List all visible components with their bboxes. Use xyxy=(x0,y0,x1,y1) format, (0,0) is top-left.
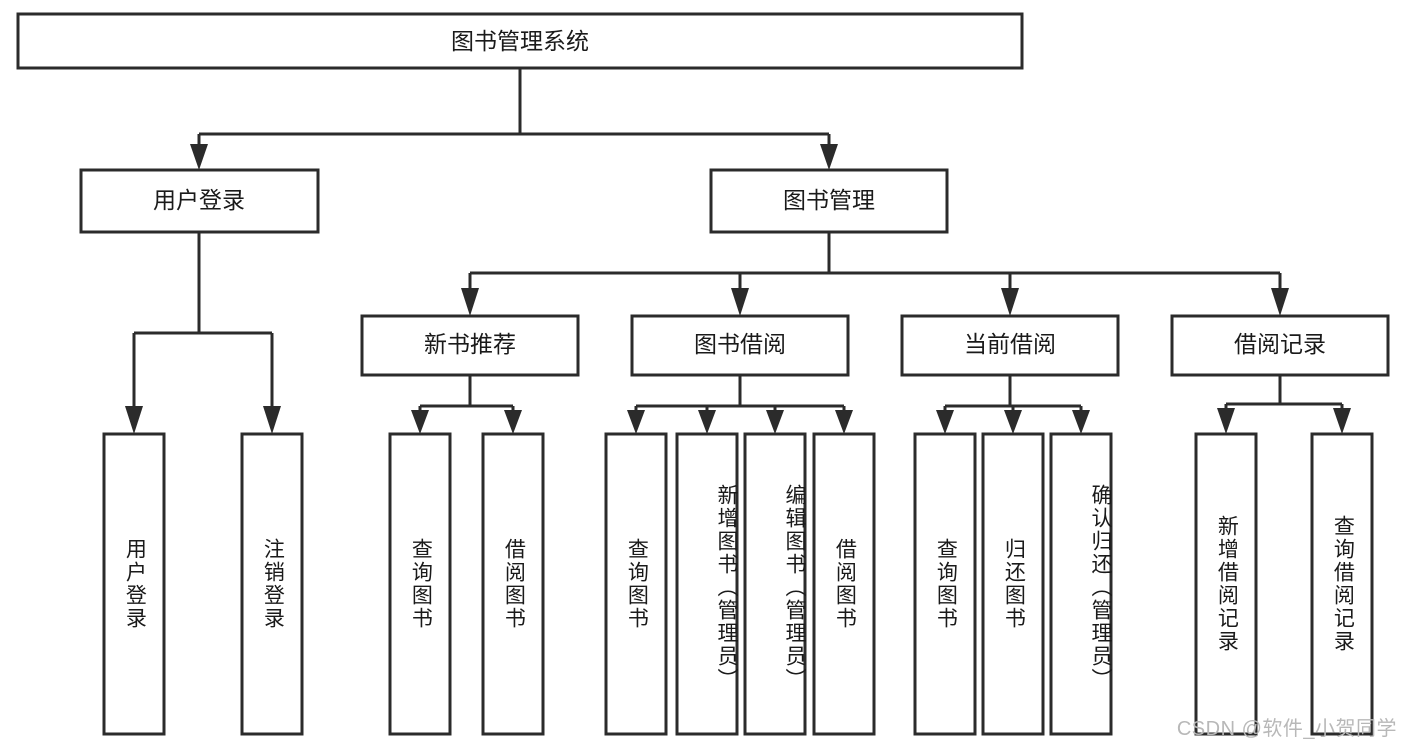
csdn-watermark: CSDN @软件_小贺同学 xyxy=(1176,718,1397,740)
arrow-head-leaf-return-book xyxy=(1004,410,1022,434)
node-book-borrow-label: 图书借阅 xyxy=(694,331,786,357)
node-leaf-query-book-2[interactable] xyxy=(604,432,668,736)
node-new-book-rec-label: 新书推荐 xyxy=(424,331,516,357)
node-book-borrow[interactable] xyxy=(630,314,850,377)
arrow-head-leaf-add-book xyxy=(698,410,716,434)
node-leaf-query-book-1[interactable] xyxy=(388,432,452,736)
arrow-head-leaf-add-record xyxy=(1217,408,1235,434)
arrow-head-leaf-query-book-1 xyxy=(411,410,429,434)
arrow-head-leaf-logout xyxy=(263,406,281,434)
node-leaf-logout[interactable] xyxy=(240,432,304,736)
node-leaf-confirm-return[interactable] xyxy=(1049,432,1113,736)
node-leaf-edit-book[interactable] xyxy=(743,432,807,736)
node-leaf-query-book-3[interactable] xyxy=(913,432,977,736)
connector-layer xyxy=(125,68,1351,434)
node-layer: 图书管理系统 用户登录 图书管理 新书推荐 图书借阅 当前借阅 借阅记录 xyxy=(16,12,1390,736)
arrow-head-leaf-confirm-return xyxy=(1072,410,1090,434)
arrow-head-borrow-record xyxy=(1271,288,1289,316)
arrow-head-new-book-rec xyxy=(461,288,479,316)
arrow-head-book-borrow xyxy=(731,288,749,316)
arrow-head-leaf-user-login xyxy=(125,406,143,434)
node-leaf-borrow-book-2[interactable] xyxy=(812,432,876,736)
arrow-head-leaf-query-book-3 xyxy=(936,410,954,434)
node-current-borrow-label: 当前借阅 xyxy=(964,331,1056,357)
node-user-login[interactable] xyxy=(79,168,320,234)
node-leaf-user-login[interactable] xyxy=(102,432,166,736)
node-leaf-add-record[interactable] xyxy=(1194,432,1258,736)
node-leaf-query-record[interactable] xyxy=(1310,432,1374,736)
arrow-head-leaf-query-record xyxy=(1333,408,1351,434)
arrow-head-leaf-borrow-book-2 xyxy=(835,410,853,434)
node-root[interactable] xyxy=(16,12,1024,70)
node-borrow-record[interactable] xyxy=(1170,314,1390,377)
node-book-manage-label: 图书管理 xyxy=(783,187,875,213)
arrow-head-leaf-borrow-book-1 xyxy=(504,410,522,434)
arrow-head-current-borrow xyxy=(1001,288,1019,316)
arrow-head-book-manage xyxy=(820,144,838,170)
node-root-label: 图书管理系统 xyxy=(451,28,589,54)
arrow-head-leaf-query-book-2 xyxy=(627,410,645,434)
node-current-borrow[interactable] xyxy=(900,314,1120,377)
arrow-head-leaf-edit-book xyxy=(766,410,784,434)
node-leaf-borrow-book-1[interactable] xyxy=(481,432,545,736)
node-user-login-label: 用户登录 xyxy=(153,187,245,213)
node-new-book-rec[interactable] xyxy=(360,314,580,377)
node-leaf-add-book[interactable] xyxy=(675,432,739,736)
node-book-manage[interactable] xyxy=(709,168,949,234)
arrow-head-user-login xyxy=(190,144,208,170)
node-leaf-return-book[interactable] xyxy=(981,432,1045,736)
node-borrow-record-label: 借阅记录 xyxy=(1234,331,1326,357)
